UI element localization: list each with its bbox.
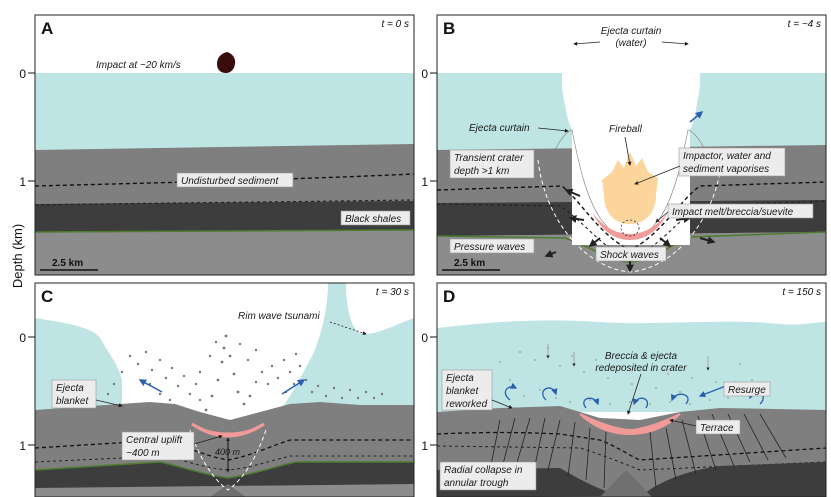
panel-b-scale-label: 2.5 km bbox=[454, 258, 485, 269]
tick-c-1: 1 bbox=[19, 439, 26, 453]
panel-a-impact-label: Impact at ~20 km/s bbox=[96, 60, 181, 71]
fireball-shape bbox=[602, 152, 658, 224]
panel-a-undisturbed-label: Undisturbed sediment bbox=[181, 176, 279, 187]
panel-b-vaporises-label: Impactor, water and bbox=[683, 151, 771, 162]
panel-b-curtain-label: Ejecta curtain bbox=[469, 123, 530, 134]
panel-b-curtain-water-label-2: (water) bbox=[615, 38, 646, 49]
panel-d-ejecta-label: Ejecta bbox=[446, 373, 474, 384]
panel-c-ejecta-label: Ejecta bbox=[56, 383, 84, 394]
panel-c-uplift-label-2: ~400 m bbox=[126, 448, 160, 459]
panel-c-ejecta-label-2: blanket bbox=[56, 396, 89, 407]
panel-d-breccia-label-2: redeposited in crater bbox=[595, 363, 687, 374]
depth-ticks: 0 1 0 1 0 1 0 1 bbox=[19, 67, 437, 453]
panel-b-transient-label-2: depth >1 km bbox=[454, 166, 509, 177]
panel-b bbox=[437, 15, 826, 275]
panel-a-scale-label: 2.5 km bbox=[52, 258, 83, 269]
tick-b-1: 1 bbox=[421, 175, 428, 189]
panel-b-curtain-water-label: Ejecta curtain bbox=[601, 26, 662, 37]
panel-a bbox=[35, 15, 414, 275]
panel-c-tsunami-label: Rim wave tsunami bbox=[238, 311, 320, 322]
panel-d-radial-label-2: annular trough bbox=[444, 478, 509, 489]
tick-b-0: 0 bbox=[421, 67, 428, 81]
panel-c-uplift-label: Central uplift bbox=[126, 435, 183, 446]
panel-b-transient-label: Transient crater bbox=[454, 153, 524, 164]
panel-c bbox=[35, 283, 414, 497]
panel-d-resurge-label: Resurge bbox=[728, 385, 766, 396]
settling-arrows-d bbox=[546, 344, 710, 371]
panel-a-time: t = 0 s bbox=[381, 19, 409, 30]
panel-d-radial-label: Radial collapse in bbox=[444, 465, 523, 476]
panel-a-letter: A bbox=[41, 19, 53, 38]
panel-b-melt-label: Impact melt/breccia/suevite bbox=[672, 207, 794, 218]
panel-c-letter: C bbox=[41, 287, 53, 306]
panel-b-letter: B bbox=[443, 19, 455, 38]
panel-c-uplift-height: 400 m bbox=[215, 447, 241, 457]
tick-a-1: 1 bbox=[19, 175, 26, 189]
tick-a-0: 0 bbox=[19, 67, 26, 81]
panel-d-time: t = 150 s bbox=[782, 287, 821, 298]
tick-d-1: 1 bbox=[421, 439, 428, 453]
tick-d-0: 0 bbox=[421, 331, 428, 345]
tick-c-0: 0 bbox=[19, 331, 26, 345]
panel-c-time: t = 30 s bbox=[376, 287, 409, 298]
panel-b-shock-label: Shock waves bbox=[600, 250, 659, 261]
panel-b-time: t = ~4 s bbox=[788, 19, 821, 30]
panel-d-letter: D bbox=[443, 287, 455, 306]
y-axis-label: Depth (km) bbox=[10, 224, 25, 288]
panel-d-terrace-label: Terrace bbox=[700, 423, 734, 434]
panel-a-shales-label: Black shales bbox=[345, 214, 401, 225]
panel-d-ejecta-label-3: reworked bbox=[446, 399, 488, 410]
ejecta-particles-c bbox=[106, 334, 384, 412]
panel-b-vaporises-label-2: sediment vaporises bbox=[683, 164, 769, 175]
panel-d-ejecta-label-2: blanket bbox=[446, 386, 479, 397]
panel-b-fireball-label: Fireball bbox=[609, 124, 643, 135]
panel-b-pressure-label: Pressure waves bbox=[454, 242, 525, 253]
panel-d-breccia-label: Breccia & ejecta bbox=[605, 351, 678, 362]
